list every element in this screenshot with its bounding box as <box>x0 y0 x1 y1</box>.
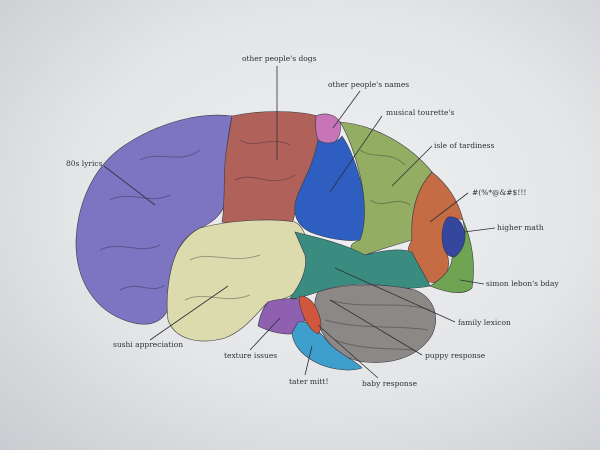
label-80s-lyrics: 80s lyrics <box>66 159 103 168</box>
leader-lines <box>103 66 496 379</box>
label-musical-tourettes: musical tourette's <box>386 108 455 117</box>
region-other-peoples-dogs <box>221 111 320 226</box>
label-family-lexicon: family lexicon <box>458 318 511 327</box>
region-puppy-response <box>314 284 436 363</box>
region-baby-response <box>298 295 322 335</box>
label-tater-mitt: tater mitt! <box>289 377 328 386</box>
label-other-peoples-dogs: other people's dogs <box>242 54 317 63</box>
label-puppy-response: puppy response <box>425 351 486 360</box>
label-isle-of-tardiness: isle of tardiness <box>434 141 495 150</box>
region-sushi-appreciation <box>166 219 309 342</box>
labels: other people's dogs other people's names… <box>66 54 559 388</box>
label-baby-response: baby response <box>362 379 418 388</box>
region-isle-of-tardiness <box>339 121 433 256</box>
label-simon-lebons-bday: simon lebon's bday <box>486 279 559 288</box>
label-other-peoples-names: other people's names <box>328 80 409 89</box>
brain <box>75 111 474 371</box>
brain-folds <box>99 139 431 351</box>
label-texture-issues: texture issues <box>224 351 277 360</box>
label-sushi-appreciation: sushi appreciation <box>113 340 183 349</box>
label-higher-math: higher math <box>497 223 544 232</box>
label-symbols: #(%*@&#$!!! <box>472 188 526 197</box>
